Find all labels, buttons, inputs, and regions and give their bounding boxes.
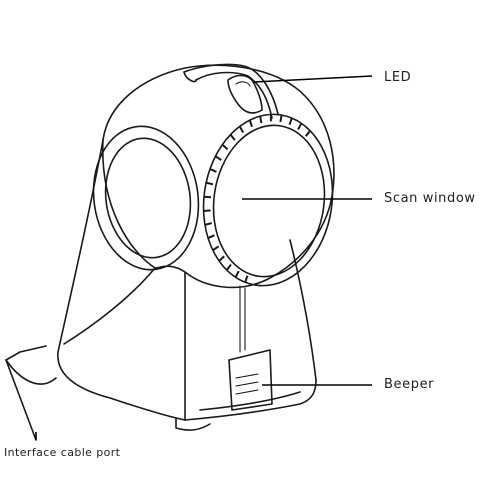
scan-window-tick: [207, 234, 215, 239]
scan-window-tick: [212, 245, 220, 252]
scan-window-tick: [209, 168, 217, 173]
scan-window-label: Scan window: [384, 191, 476, 206]
top-housing: [183, 63, 279, 119]
scan-window-tick: [244, 275, 249, 283]
scan-window-tick: [203, 195, 212, 199]
led-leader-line: [253, 75, 373, 83]
scan-window-tick: [218, 255, 225, 262]
scan-window-tick: [297, 122, 303, 130]
scan-window-tick: [225, 263, 232, 271]
scan-window-tick: [203, 209, 211, 212]
scanner-body: [57, 139, 317, 431]
scan-window-tick: [288, 117, 293, 126]
scan-window-tick: [234, 270, 240, 278]
scan-window-tick-marks: [203, 114, 311, 283]
beeper: [228, 349, 273, 411]
scanner-head: [92, 64, 335, 289]
interface-cable-port-label: Interface cable port: [4, 446, 121, 459]
scan-window-tick: [221, 143, 229, 151]
beeper-label: Beeper: [384, 377, 435, 392]
scan-window-tick: [304, 130, 311, 137]
scan-window-tick: [204, 222, 212, 226]
scan-window-tick: [279, 114, 283, 123]
left-lens: [92, 125, 200, 271]
scan-window-tick: [238, 125, 244, 133]
scan-window-tick: [214, 155, 222, 161]
led-indicator: [227, 74, 263, 114]
scan-window-tick: [259, 115, 263, 124]
scan-window-tick: [205, 181, 214, 186]
interface-cable-port: [5, 345, 57, 441]
scan-window-tick: [229, 133, 236, 141]
scan-window-tick: [248, 119, 253, 128]
led-label: LED: [384, 70, 412, 85]
scan-window: [202, 113, 334, 287]
